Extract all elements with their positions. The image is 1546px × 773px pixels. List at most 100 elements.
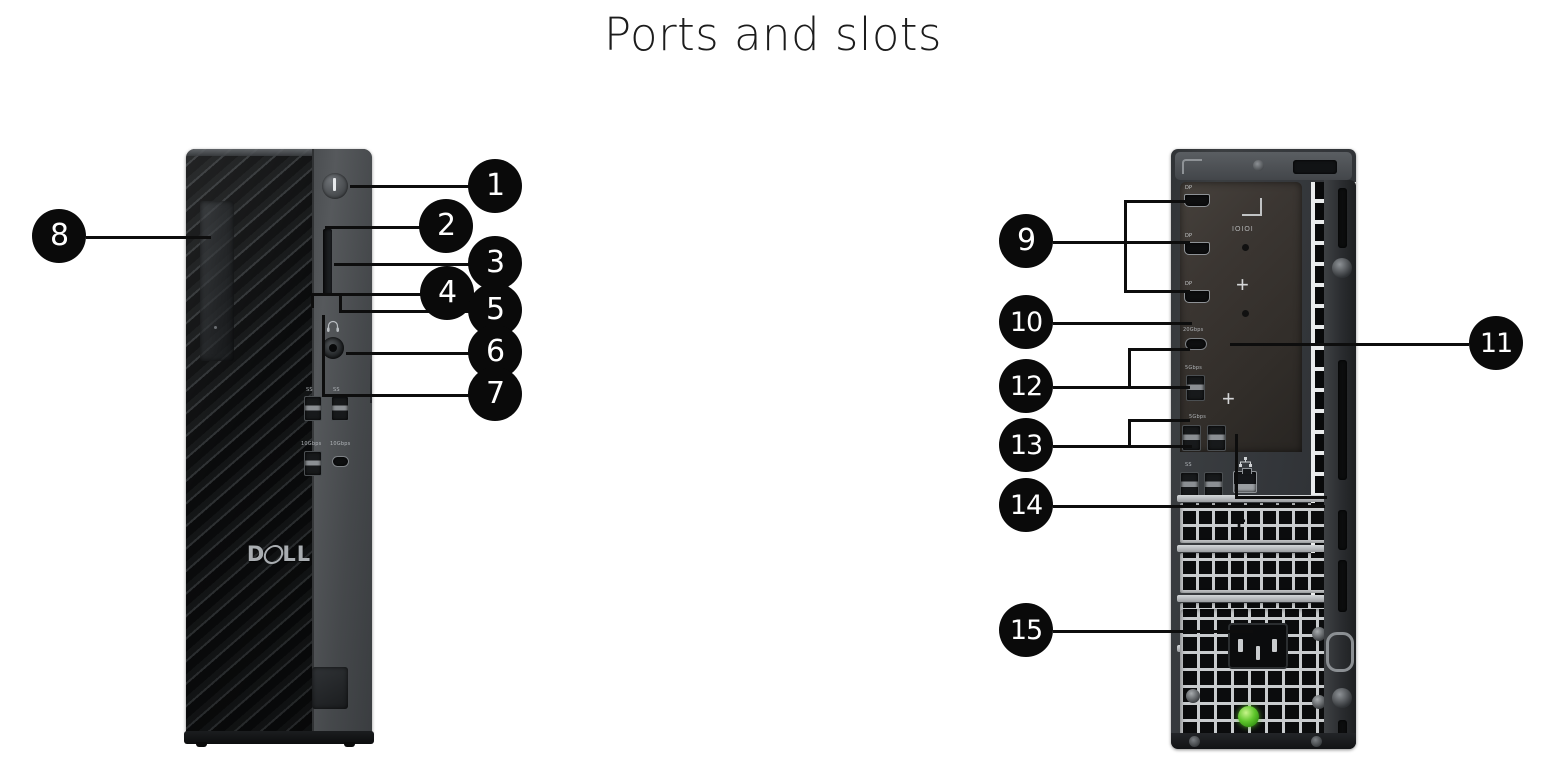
io-shield-alignment-mark-2: + bbox=[1222, 386, 1235, 411]
leader-line-7 bbox=[322, 394, 478, 397]
front-side-tab bbox=[370, 359, 372, 403]
callout-badge-1[interactable]: 1 bbox=[468, 159, 522, 213]
callout-label-13: 13 bbox=[1009, 429, 1043, 461]
usb-a-port-lower[interactable] bbox=[304, 451, 322, 476]
leader-line-5 bbox=[339, 310, 478, 313]
callout-label-6: 6 bbox=[485, 334, 505, 369]
callout-label-1: 1 bbox=[485, 168, 505, 203]
io-shield-dot-upper bbox=[1242, 244, 1249, 251]
leader-line-9 bbox=[1053, 241, 1124, 244]
leader-line-14 bbox=[1053, 505, 1325, 508]
expansion-card-slot-1[interactable]: + bbox=[1180, 503, 1340, 543]
usb-c-port-front[interactable] bbox=[332, 456, 349, 467]
usb-a-lower-label: 10Gbps bbox=[301, 441, 322, 447]
front-panel-dot bbox=[214, 326, 217, 329]
usb-a-5gbps-port-3[interactable] bbox=[1207, 425, 1226, 451]
front-vent-recess bbox=[200, 201, 234, 361]
callout-badge-11[interactable]: 11 bbox=[1469, 316, 1523, 370]
rear-thumbscrew-2[interactable] bbox=[1332, 688, 1352, 708]
expansion-rail-2 bbox=[1177, 545, 1343, 552]
displayport-3[interactable] bbox=[1184, 290, 1210, 303]
rear-security-slot-2[interactable] bbox=[1338, 510, 1347, 550]
usb-a-5gbps-port-2[interactable] bbox=[1182, 425, 1201, 451]
io-shield: IOIOI + + bbox=[1180, 182, 1302, 452]
callout-label-7: 7 bbox=[485, 376, 505, 411]
rear-chassis-body: IOIOI + + DP DP DP 20Gbps 5Gbps 5Gbps SS bbox=[1171, 149, 1356, 749]
network-icon bbox=[1239, 457, 1252, 467]
leader-line-4-stem bbox=[311, 293, 314, 308]
displayport-2-label: DP bbox=[1185, 233, 1193, 239]
ethernet-port[interactable] bbox=[1233, 468, 1257, 493]
expansion-slot-mark-1: + bbox=[1232, 508, 1247, 535]
rear-view: IOIOI + + DP DP DP 20Gbps 5Gbps 5Gbps SS bbox=[1171, 149, 1356, 749]
io-shield-marking: IOIOI bbox=[1232, 226, 1254, 233]
callout-badge-2[interactable]: 2 bbox=[419, 199, 473, 253]
leader-line-3 bbox=[334, 263, 478, 266]
callout-badge-9[interactable]: 9 bbox=[999, 214, 1053, 268]
callout-badge-7[interactable]: 7 bbox=[468, 367, 522, 421]
leader-line-6 bbox=[346, 352, 478, 355]
headset-jack[interactable] bbox=[322, 337, 344, 359]
psu-screw-left bbox=[1186, 689, 1200, 703]
power-supply-diagnostic-led bbox=[1238, 706, 1259, 727]
power-button[interactable] bbox=[322, 173, 348, 199]
leader-line-9-bracket bbox=[1124, 200, 1127, 293]
usb-a-upper-left-label: SS bbox=[306, 387, 313, 393]
psu-screw-bottom-right bbox=[1312, 695, 1326, 709]
rear-security-slot-3[interactable] bbox=[1338, 560, 1347, 612]
leader-line-11 bbox=[1230, 343, 1469, 346]
usb-a-port-upper-left[interactable] bbox=[304, 396, 322, 421]
rear-security-slot-1[interactable] bbox=[1338, 188, 1347, 248]
callout-badge-4[interactable]: 4 bbox=[420, 266, 474, 320]
psu-screw-top-right bbox=[1312, 627, 1326, 641]
callout-label-3: 3 bbox=[485, 245, 505, 280]
expansion-card-slot-2[interactable] bbox=[1180, 553, 1340, 593]
rear-latch-clip-left bbox=[1182, 159, 1202, 174]
callout-badge-12[interactable]: 12 bbox=[999, 359, 1053, 413]
leader-line-12-bracket bbox=[1128, 348, 1131, 387]
callout-label-14: 14 bbox=[1009, 489, 1043, 521]
leader-line-13 bbox=[1053, 445, 1192, 448]
leader-line-5-stem bbox=[339, 293, 342, 310]
sd-card-slot[interactable] bbox=[323, 229, 332, 295]
callout-label-4: 4 bbox=[437, 275, 457, 310]
rear-top-bar bbox=[1175, 152, 1352, 180]
rear-handle-cutout bbox=[1293, 160, 1337, 174]
padlock-ring[interactable] bbox=[1326, 632, 1354, 672]
rear-screw-hole-top bbox=[1253, 160, 1264, 171]
rear-panel-latch[interactable] bbox=[1338, 360, 1347, 480]
front-badge-plate bbox=[312, 667, 348, 709]
leader-line-1 bbox=[350, 185, 478, 188]
leader-line-2 bbox=[325, 226, 425, 229]
rear-bottom-bar bbox=[1171, 733, 1356, 749]
front-top-cap bbox=[186, 149, 372, 156]
callout-badge-13[interactable]: 13 bbox=[999, 418, 1053, 472]
rear-thumbscrew[interactable] bbox=[1332, 258, 1352, 278]
leader-line-9-branch-3 bbox=[1124, 290, 1190, 293]
usb-a-port-upper-right[interactable] bbox=[331, 396, 349, 421]
callout-badge-10[interactable]: 10 bbox=[999, 295, 1053, 349]
callout-badge-8[interactable]: 8 bbox=[32, 209, 86, 263]
page-title: Ports and slots bbox=[604, 8, 942, 61]
callout-badge-3[interactable]: 3 bbox=[468, 236, 522, 290]
displayport-3-label: DP bbox=[1185, 281, 1193, 287]
callout-badge-14[interactable]: 14 bbox=[999, 478, 1053, 532]
usb-a-bottom-label: SS bbox=[1185, 462, 1192, 468]
leader-line-12-branch-1 bbox=[1128, 348, 1190, 351]
callout-label-8: 8 bbox=[49, 218, 69, 253]
usb-a-mid-label: 5Gbps bbox=[1185, 365, 1203, 371]
leader-line-9-branch-2 bbox=[1124, 241, 1190, 244]
usb-c-front-label: 10Gbps bbox=[330, 441, 351, 447]
io-shield-dot-lower bbox=[1242, 310, 1249, 317]
displayport-1-label: DP bbox=[1185, 185, 1193, 191]
displayport-2[interactable] bbox=[1184, 242, 1210, 255]
callout-badge-15[interactable]: 15 bbox=[999, 603, 1053, 657]
io-shield-alignment-mark: + bbox=[1236, 272, 1249, 297]
usb-a-group-label: 5Gbps bbox=[1189, 414, 1207, 420]
usb-c-20gbps-port[interactable] bbox=[1185, 338, 1207, 350]
dell-logo-text: D bbox=[246, 542, 266, 566]
